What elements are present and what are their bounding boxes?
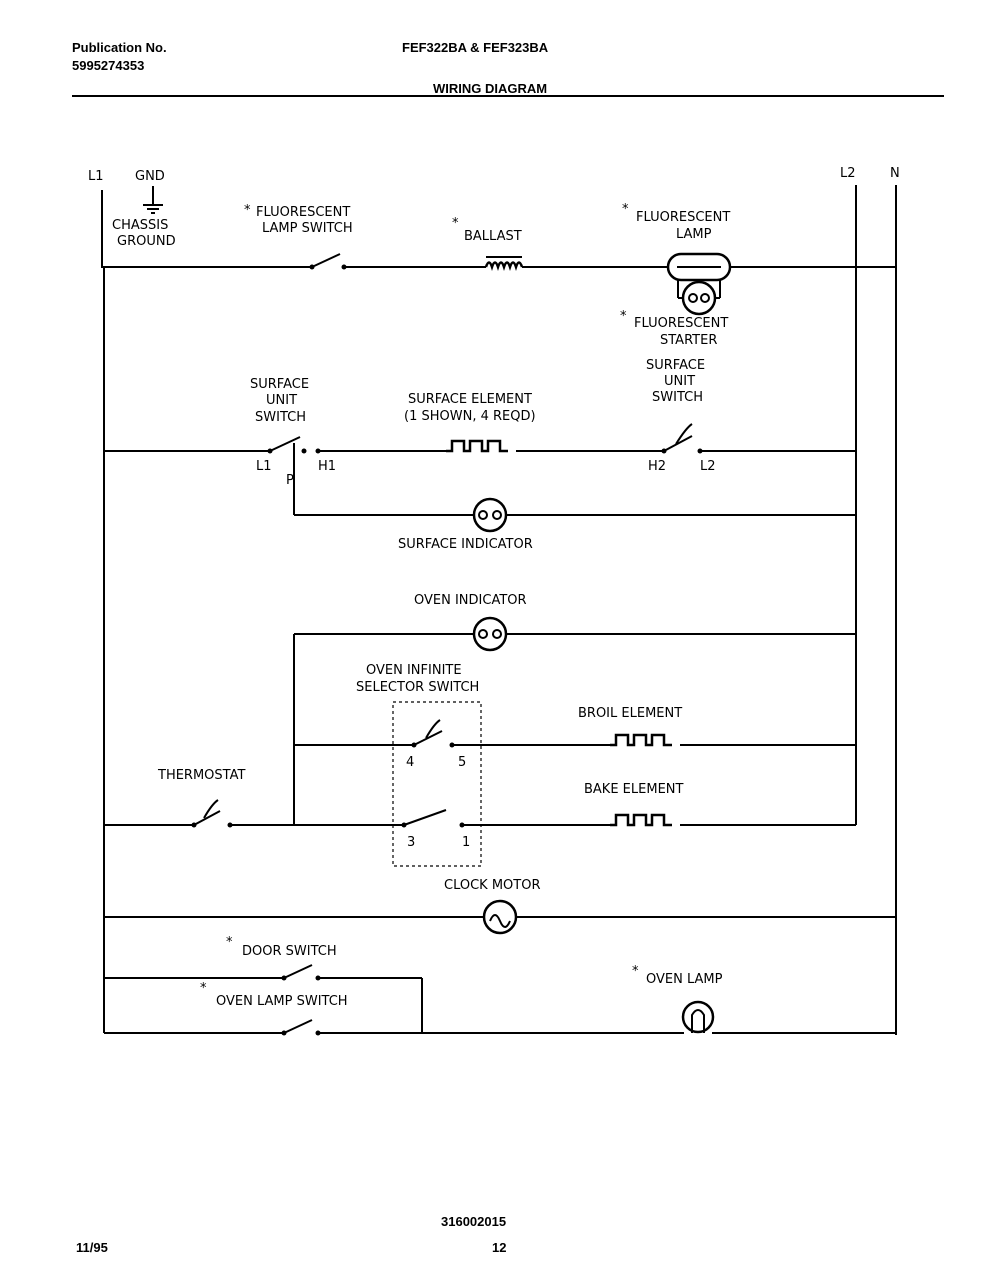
fluorescent-starter-label-1: FLUORESCENT: [634, 316, 728, 331]
surface-indicator-label: SURFACE INDICATOR: [398, 537, 533, 552]
l2-label: L2: [840, 166, 856, 181]
fluorescent-lamp-symbol: [666, 252, 732, 298]
header: Publication No. 5995274353 FEF322BA & FE…: [72, 40, 944, 97]
surface-unit-switch-right-label-2: UNIT: [664, 374, 695, 389]
bake-element-symbol: [610, 813, 672, 827]
asterisk: *: [226, 935, 233, 950]
terminal-h2: H2: [648, 459, 666, 474]
fluorescent-starter-symbol: [678, 280, 720, 316]
bake-element-label: BAKE ELEMENT: [584, 782, 684, 797]
fluorescent-starter-label-2: STARTER: [660, 333, 717, 348]
surface-unit-switch-left-symbol: [267, 436, 321, 515]
gnd-label: GND: [135, 169, 165, 184]
page-number: 12: [492, 1240, 506, 1255]
surface-unit-switch-left-label-2: UNIT: [266, 393, 297, 408]
chassis-ground-label-2: GROUND: [117, 234, 176, 249]
fluorescent-lamp-label-2: LAMP: [676, 227, 712, 242]
terminal-4: 4: [406, 755, 414, 770]
surface-unit-switch-right-label-3: SWITCH: [652, 390, 703, 405]
publication-label: Publication No.: [72, 40, 167, 55]
section-title: WIRING DIAGRAM: [433, 81, 547, 96]
asterisk: *: [244, 203, 251, 218]
terminal-h1: H1: [318, 459, 336, 474]
surface-unit-switch-right-symbol: [661, 423, 703, 454]
surface-unit-switch-left-label-1: SURFACE: [250, 377, 309, 392]
clock-motor-label: CLOCK MOTOR: [444, 878, 540, 893]
selector-switch-housing: [392, 701, 482, 867]
revision-date: 11/95: [76, 1240, 108, 1255]
surface-element-label-2: (1 SHOWN, 4 REQD): [404, 409, 536, 424]
broil-switch-contact-symbol: [411, 719, 455, 748]
clock-motor-symbol: [482, 899, 518, 935]
chassis-ground-symbol: [143, 186, 163, 214]
thermostat-symbol: [191, 799, 233, 828]
surface-unit-switch-left-label-3: SWITCH: [255, 410, 306, 425]
oven-lamp-label: OVEN LAMP: [646, 972, 723, 987]
surface-unit-switch-right-label-1: SURFACE: [646, 358, 705, 373]
thermostat-label: THERMOSTAT: [157, 768, 245, 783]
ballast-symbol: [484, 256, 524, 271]
document-number: 316002015: [441, 1214, 506, 1229]
oven-selector-label-1: OVEN INFINITE: [366, 663, 462, 678]
fluorescent-lamp-switch-label-2: LAMP SWITCH: [262, 221, 353, 236]
l1-label: L1: [88, 169, 104, 184]
oven-lamp-switch-label: OVEN LAMP SWITCH: [216, 994, 348, 1009]
surface-element-symbol: [446, 439, 508, 453]
surface-indicator-symbol: [472, 497, 508, 533]
n-label: N: [890, 166, 900, 181]
fluorescent-lamp-switch-label-1: FLUORESCENT: [256, 205, 350, 220]
terminal-l1: L1: [256, 459, 272, 474]
door-switch-label: DOOR SWITCH: [242, 944, 337, 959]
bake-switch-contact-symbol: [401, 809, 465, 828]
broil-element-label: BROIL ELEMENT: [578, 706, 682, 721]
oven-indicator-label: OVEN INDICATOR: [414, 593, 527, 608]
asterisk: *: [622, 202, 629, 217]
fluorescent-lamp-switch-symbol: [309, 253, 347, 270]
oven-lamp-symbol: [681, 1000, 715, 1034]
fluorescent-lamp-label-1: FLUORESCENT: [636, 210, 730, 225]
surface-element-label-1: SURFACE ELEMENT: [408, 392, 532, 407]
oven-selector-label-2: SELECTOR SWITCH: [356, 680, 479, 695]
terminal-p: P: [286, 473, 294, 488]
oven-indicator-symbol: [472, 616, 508, 652]
terminal-3: 3: [407, 835, 415, 850]
terminal-1: 1: [462, 835, 470, 850]
oven-lamp-switch-symbol: [281, 1019, 321, 1036]
chassis-ground-label-1: CHASSIS: [112, 218, 168, 233]
door-switch-symbol: [281, 964, 321, 981]
ballast-label: BALLAST: [464, 229, 522, 244]
asterisk: *: [620, 309, 627, 324]
model-numbers: FEF322BA & FEF323BA: [402, 40, 549, 55]
publication-number: 5995274353: [72, 58, 144, 73]
terminal-l2: L2: [700, 459, 716, 474]
terminal-5: 5: [458, 755, 466, 770]
asterisk: *: [452, 216, 459, 231]
broil-element-symbol: [610, 733, 672, 747]
asterisk: *: [200, 981, 207, 996]
asterisk: *: [632, 964, 639, 979]
